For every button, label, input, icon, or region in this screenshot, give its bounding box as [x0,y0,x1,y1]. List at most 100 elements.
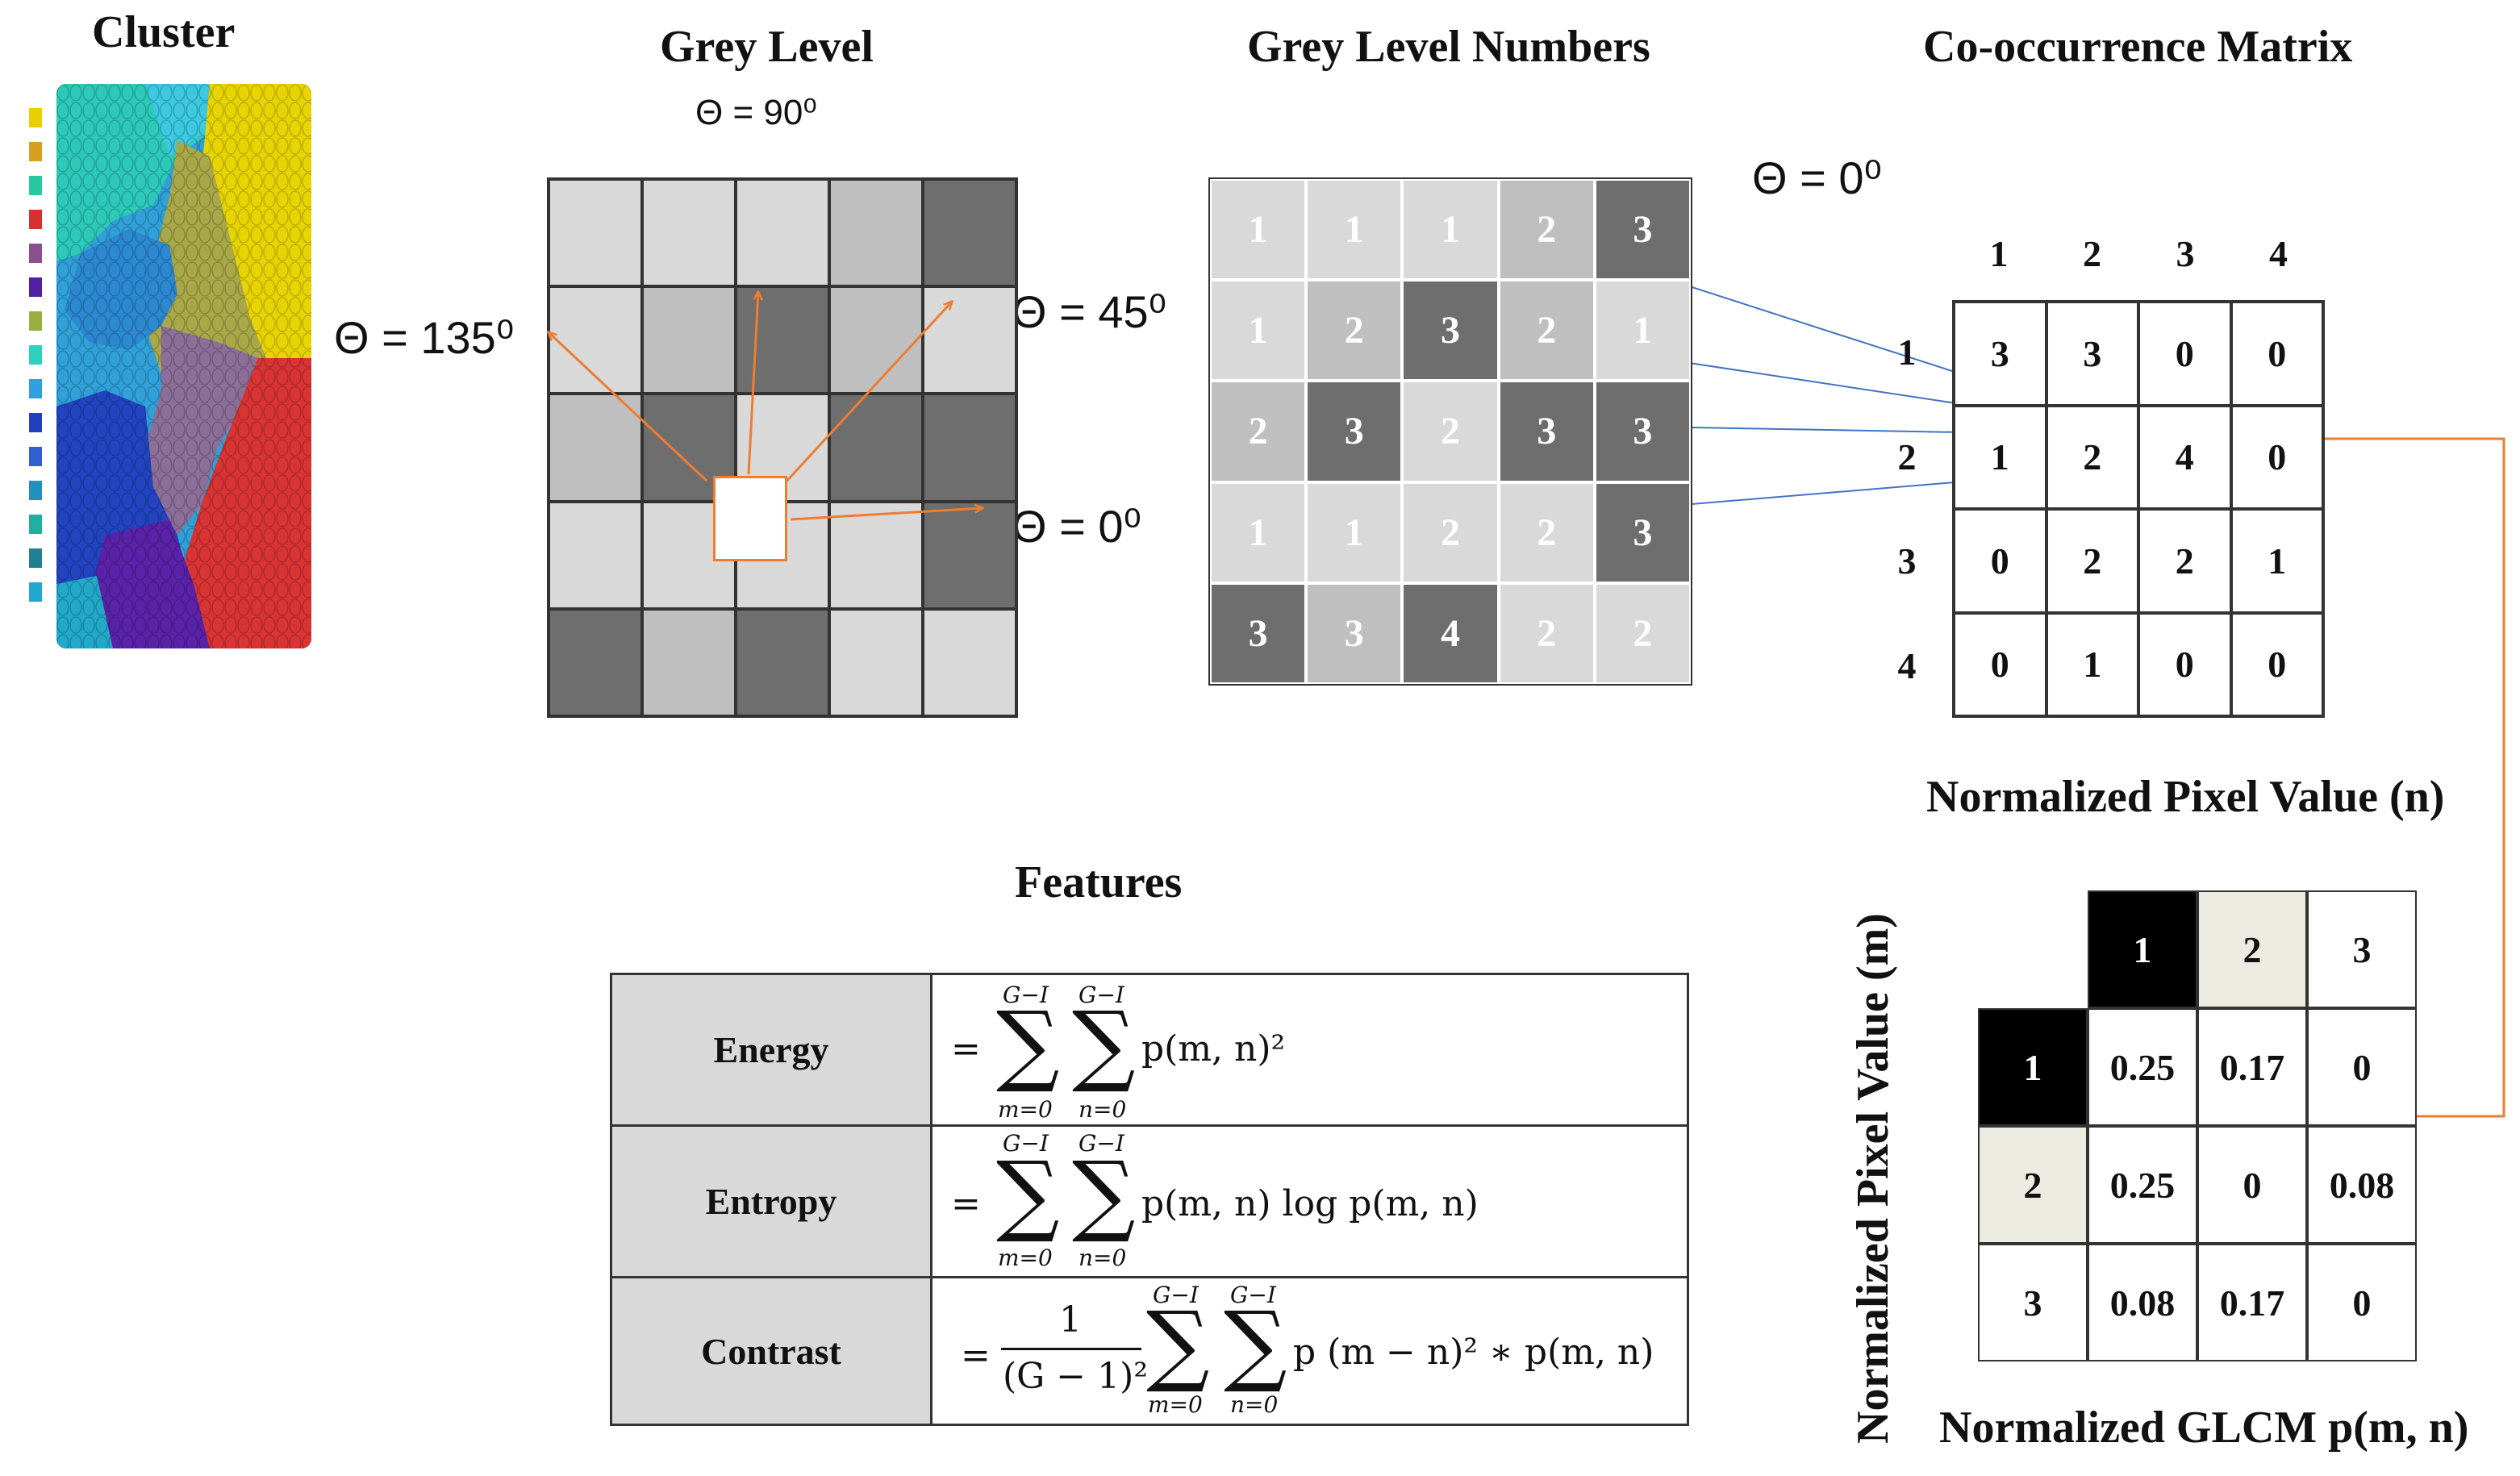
grey-number-cell: 1 [1306,482,1403,583]
sum-lower-m: m=0 [998,1245,1053,1271]
cooccurrence-col-label: 4 [2269,233,2288,274]
grey-cell [923,501,1016,609]
cooccurrence-cell: 1 [2046,612,2138,716]
grey-number-cell: 1 [1210,482,1307,583]
energy-formula: = G−I ∑ m=0 G−I ∑ n=0 p(m, n)² [951,982,1286,1123]
theta-135-label: Θ = 135⁰ [334,312,515,363]
grey-cell [923,608,1016,716]
grey-cell [736,179,829,287]
cluster-legend-swatch [29,548,42,568]
grey-cell [829,394,923,502]
grey-number-cell: 1 [1306,179,1403,281]
grey-number-cell: 3 [1306,381,1403,482]
glcm-cell: 0 [2197,1126,2307,1244]
cooccurrence-col-label: 1 [1989,233,2009,274]
cluster-map [56,84,311,648]
grey-number-cell: 3 [1210,582,1307,684]
cooccurrence-cell: 0 [2230,612,2323,716]
grey-level-numbers-title: Grey Level Numbers [1247,22,1650,72]
cooccurrence-cell: 4 [2138,405,2231,509]
sum-upper: G−I [1003,1130,1049,1157]
grey-number-cell: 1 [1594,280,1691,382]
grey-cell [923,286,1016,394]
cooccurrence-cell: 3 [1954,302,2046,406]
cluster-legend-swatch [29,108,42,127]
grey-cell [549,179,642,287]
grey-number-cell: 4 [1402,582,1499,684]
sum-lower-n: n=0 [1079,1096,1127,1123]
grey-number-cell: 3 [1594,482,1691,583]
cooccurrence-cell: 0 [1954,509,2046,613]
cooccurrence-cell: 0 [2230,405,2323,509]
grey-number-cell: 2 [1498,179,1595,281]
grey-cell [549,394,642,502]
grey-cell [642,608,736,716]
contrast-formula: = 1 (G − 1)² G−I ∑ m=0 G−I ∑ n=0 p (m − … [961,1282,1654,1418]
grey-number-cell: 2 [1594,582,1691,684]
glcm-col-header: 3 [2307,890,2417,1008]
cooccurrence-row-label: 3 [1897,540,1917,582]
grey-number-cell: 3 [1306,582,1403,684]
grey-cell [923,179,1016,287]
grey-cell [642,179,736,287]
grey-cell [642,286,736,394]
theta-45-label: Θ = 45⁰ [1012,286,1167,337]
cluster-legend-swatch [29,447,42,466]
fraction-bar [1001,1348,1141,1350]
cooccurrence-cell: 0 [2138,302,2231,406]
grey-number-cell: 2 [1306,280,1403,382]
cooccurrence-col-label: 2 [2083,233,2101,274]
cluster-legend-swatch [29,379,42,398]
cluster-legend-swatch [29,142,42,161]
glcm-cell: 0.25 [2088,1008,2197,1126]
cluster-title: Cluster [92,7,236,57]
grey-level-grid [547,177,1018,718]
glcm-row-header: 3 [1978,1244,2088,1361]
grey-cell [829,608,923,716]
contrast-expression: p (m − n)² ∗ p(m, n) [1293,1332,1654,1373]
glcm-row-header: 2 [1978,1126,2088,1244]
grey-number-cell: 3 [1594,381,1691,482]
cooccurrence-row-label: 4 [1897,644,1917,686]
glcm-cell: 0.08 [2088,1244,2197,1361]
grey-number-cell: 1 [1210,179,1307,281]
glcm-cell: 0 [2307,1008,2417,1126]
normalized-n-title: Normalized Pixel Value (n) [1926,772,2445,822]
grey-number-cell: 3 [1402,280,1499,382]
cooccurrence-cell: 1 [2230,509,2323,613]
grey-cell [829,179,923,287]
grey-cell [829,286,923,394]
sum-upper: G−I [1153,1282,1199,1308]
theta-0-grid-label: Θ = 0⁰ [1012,501,1141,552]
cluster-legend-swatch [29,582,42,602]
glcm-cell: 0.17 [2197,1244,2307,1361]
grey-number-cell: 2 [1402,381,1499,482]
cluster-legend-swatch [29,244,42,263]
feature-row-entropy: Entropy = G−I ∑ m=0 G−I ∑ n=0 p(m, n) lo… [612,1127,1687,1278]
feature-row-energy: Energy = G−I ∑ m=0 G−I ∑ n=0 p(m, n)² [612,975,1687,1127]
grey-number-cell: 2 [1498,482,1595,583]
features-title: Features [1015,857,1183,907]
glcm-cell: 0.08 [2307,1126,2417,1244]
orange-direction-arrows [549,292,2505,1116]
cluster-legend-swatch [29,311,42,331]
glcm-col-header: 1 [2088,890,2197,1008]
grey-number-cell: 3 [1594,179,1691,281]
cluster-legend-swatch [29,277,42,297]
cluster-legend-swatch [29,413,42,432]
cooccurrence-cell: 2 [2046,405,2138,509]
grey-number-cell: 2 [1498,582,1595,684]
center-pixel [713,476,787,561]
grey-number-cell: 1 [1402,179,1499,281]
grey-cell [736,608,829,716]
grey-cell [829,501,923,609]
grey-cell [549,501,642,609]
cooccurrence-col-label: 3 [2176,233,2195,274]
grey-number-cell: 2 [1402,482,1499,583]
cluster-legend-swatch [29,210,42,229]
glcm-cell: 0.17 [2197,1008,2307,1126]
feature-name: Energy [612,975,932,1124]
theta-90-label: Θ = 90⁰ [695,93,817,132]
